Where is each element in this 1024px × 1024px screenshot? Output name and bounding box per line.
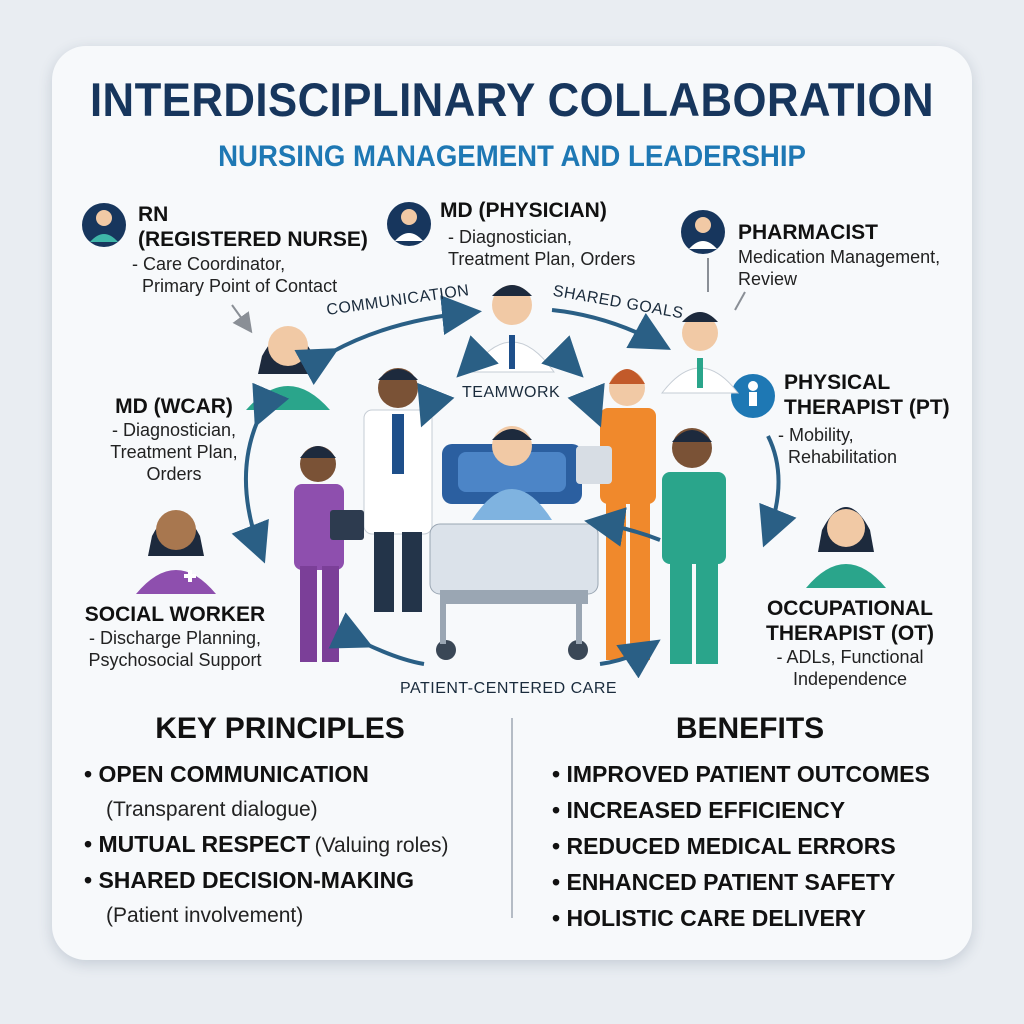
- social-worker-desc-line1: - Discharge Planning,: [88, 628, 262, 648]
- social-worker-avatar-icon: [136, 510, 216, 594]
- md-wcar-desc-line3: Orders: [146, 464, 202, 484]
- md-physician-desc-line1: - Diagnostician,: [448, 227, 573, 247]
- rn-role-name: RN (REGISTERED NURSE): [138, 202, 368, 252]
- md-physician-badge-icon: [387, 202, 431, 246]
- pharmacist-role-name: PHARMACIST: [738, 221, 878, 244]
- md-wcar-role-name: MD (WCAR): [115, 395, 233, 418]
- md-wcar-block: MD (WCAR) - Diagnostician, Treatment Pla…: [84, 394, 264, 485]
- md-wcar-desc-line2: Treatment Plan,: [110, 442, 238, 462]
- principle-2-sub: (Valuing roles): [314, 834, 449, 857]
- ot-name-line2: THERAPIST (OT): [766, 622, 934, 645]
- principle-1-sub: (Transparent dialogue): [106, 798, 318, 821]
- teamwork-label: TEAMWORK: [462, 384, 561, 401]
- pt-name-line1: PHYSICAL: [784, 371, 891, 394]
- ot-desc-line2: Independence: [792, 669, 908, 689]
- orange-nurse-figure: [576, 369, 656, 660]
- patient-centered-label: PATIENT-CENTERED CARE: [400, 680, 618, 697]
- page-title: INTERDISCIPLINARY COLLABORATION: [89, 73, 935, 126]
- principle-2-main: MUTUAL RESPECT: [98, 831, 311, 857]
- pt-name-line2: THERAPIST (PT): [784, 396, 950, 419]
- ot-avatar-icon: [806, 507, 886, 588]
- rn-desc-line1: - Care Coordinator,: [132, 254, 286, 274]
- rn-role-desc: - Care Coordinator, Primary Point of Con…: [132, 253, 337, 297]
- benefits-list: • IMPROVED PATIENT OUTCOMES • INCREASED …: [552, 761, 930, 931]
- benefit-3: REDUCED MEDICAL ERRORS: [566, 833, 896, 859]
- pt-desc-line2: Rehabilitation: [788, 447, 898, 467]
- rn-name-line1: RN: [138, 203, 169, 226]
- benefit-4: ENHANCED PATIENT SAFETY: [566, 869, 896, 895]
- rn-desc-line2: Primary Point of Contact: [142, 276, 338, 296]
- pharmacist-avatar-icon: [660, 312, 740, 394]
- benefit-2: INCREASED EFFICIENCY: [566, 797, 846, 823]
- benefit-5: HOLISTIC CARE DELIVERY: [566, 905, 866, 931]
- rn-name-line2: (REGISTERED NURSE): [138, 228, 368, 251]
- benefits-heading: BENEFITS: [675, 712, 825, 745]
- benefit-1: IMPROVED PATIENT OUTCOMES: [566, 761, 930, 787]
- patient-bed-figure: [429, 426, 599, 660]
- ot-block: OCCUPATIONAL THERAPIST (OT) - ADLs, Func…: [760, 596, 940, 690]
- pharmacist-badge-icon: [681, 210, 725, 254]
- principle-3-main: SHARED DECISION-MAKING: [98, 867, 415, 893]
- principle-1-main: OPEN COMMUNICATION: [98, 761, 369, 787]
- social-worker-role-name: SOCIAL WORKER: [84, 603, 266, 626]
- key-principles-heading: KEY PRINCIPLES: [155, 712, 405, 745]
- pharmacist-desc-line1: Medication Management,: [738, 247, 941, 267]
- pharmacist-desc-line2: Review: [738, 269, 798, 289]
- teal-tech-figure: [662, 428, 726, 664]
- ot-desc-line1: - ADLs, Functional: [776, 647, 924, 667]
- rn-badge-icon: [82, 203, 126, 247]
- social-worker-block: SOCIAL WORKER - Discharge Planning, Psyc…: [70, 602, 280, 671]
- doctor-standing-figure: [363, 368, 433, 612]
- md-physician-role-name: MD (PHYSICIAN): [440, 199, 607, 222]
- page-subtitle: NURSING MANAGEMENT AND LEADERSHIP: [218, 140, 806, 173]
- pt-badge-icon: [731, 374, 775, 418]
- key-principles-list: • OPEN COMMUNICATION (Transparent dialog…: [84, 761, 449, 927]
- pt-desc-line1: - Mobility,: [778, 425, 854, 445]
- md-physician-desc-line2: Treatment Plan, Orders: [448, 249, 636, 269]
- md-wcar-desc-line1: - Diagnostician,: [111, 420, 237, 440]
- center-physician-figure: [469, 285, 555, 373]
- md-physician-role-desc: - Diagnostician, Treatment Plan, Orders: [448, 226, 635, 270]
- social-worker-desc-line2: Psychosocial Support: [88, 650, 262, 670]
- pt-role-desc: - Mobility, Rehabilitation: [778, 424, 897, 468]
- pharmacist-role-desc: Medication Management, Review: [738, 246, 940, 290]
- pt-role-name: PHYSICAL THERAPIST (PT): [784, 370, 950, 420]
- purple-nurse-figure: [294, 446, 364, 662]
- principle-3-sub: (Patient involvement): [106, 904, 304, 927]
- ot-name-line1: OCCUPATIONAL: [766, 597, 934, 620]
